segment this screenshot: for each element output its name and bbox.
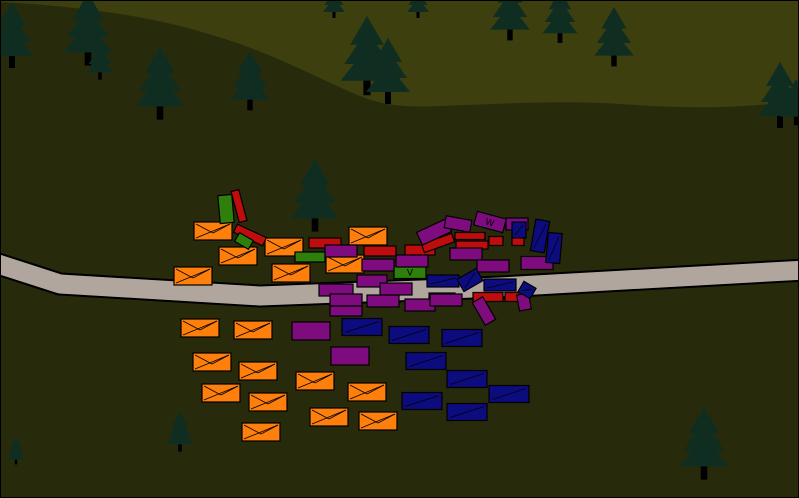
navy-unit[interactable] (405, 351, 447, 371)
unit-label: V (407, 269, 414, 279)
red-unit[interactable] (488, 235, 504, 247)
navy-unit[interactable] (483, 278, 517, 292)
pine-tree-icon (7, 438, 25, 465)
purple-unit[interactable] (324, 244, 358, 258)
pine-tree-icon (542, 0, 578, 43)
orange-unit[interactable] (218, 246, 258, 266)
pine-tree-icon (366, 38, 410, 104)
navy-unit[interactable] (488, 384, 530, 404)
green-unit[interactable] (217, 193, 235, 225)
red-unit[interactable] (454, 231, 486, 241)
road (0, 252, 799, 308)
pine-tree-icon (86, 40, 114, 80)
pine-tree-icon (166, 412, 194, 452)
purple-unit[interactable] (395, 254, 429, 268)
orange-unit[interactable] (271, 263, 311, 283)
orange-unit[interactable] (309, 407, 349, 427)
navy-unit[interactable] (441, 328, 483, 348)
purple-unit[interactable] (330, 346, 370, 366)
pine-tree-icon (679, 407, 729, 480)
green-unit[interactable] (233, 231, 255, 251)
navy-unit[interactable] (446, 369, 488, 389)
orange-unit[interactable] (241, 422, 281, 442)
orange-unit[interactable] (233, 320, 273, 340)
pine-tree-icon (290, 159, 340, 232)
pine-tree-icon (323, 0, 345, 18)
navy-unit[interactable] (517, 280, 537, 300)
pine-tree-icon (407, 0, 429, 18)
purple-unit[interactable] (449, 247, 483, 261)
orange-unit[interactable] (295, 371, 335, 391)
orange-unit[interactable] (347, 382, 387, 402)
navy-unit[interactable] (446, 402, 488, 422)
navy-unit[interactable] (341, 317, 383, 337)
pine-tree-icon (135, 47, 185, 120)
purple-unit[interactable] (476, 259, 510, 273)
purple-unit[interactable] (471, 295, 497, 327)
orange-unit[interactable] (264, 237, 304, 257)
orange-unit[interactable] (325, 254, 365, 274)
orange-unit[interactable] (193, 221, 233, 241)
navy-unit[interactable] (545, 231, 563, 265)
purple-unit[interactable] (361, 258, 395, 272)
navy-unit[interactable] (401, 391, 443, 411)
red-unit[interactable] (230, 188, 248, 224)
orange-unit[interactable] (348, 226, 388, 246)
purple-unit[interactable] (366, 294, 400, 308)
navy-unit[interactable] (511, 221, 527, 239)
purple-unit[interactable] (329, 293, 363, 307)
orange-unit[interactable] (173, 266, 213, 286)
orange-unit[interactable] (248, 392, 288, 412)
purple-unit[interactable] (329, 305, 363, 317)
pine-tree-icon (780, 79, 799, 126)
purple-unit[interactable] (429, 293, 463, 307)
tree-layer (0, 0, 799, 480)
purple-unit[interactable]: W (472, 210, 508, 234)
green-unit[interactable] (294, 251, 326, 263)
navy-unit[interactable] (426, 274, 460, 288)
pine-tree-icon (0, 2, 34, 68)
red-unit[interactable] (363, 245, 397, 257)
orange-unit[interactable] (180, 318, 220, 338)
red-unit[interactable] (472, 291, 504, 303)
orange-unit[interactable] (358, 411, 398, 431)
purple-unit[interactable] (443, 215, 473, 233)
unit-layer[interactable]: VW (173, 188, 563, 442)
navy-unit[interactable] (456, 267, 484, 293)
pine-tree-icon (594, 7, 634, 67)
pine-tree-icon (230, 51, 270, 111)
hill-terrain (0, 0, 799, 108)
unit-label: W (484, 217, 495, 229)
orange-unit[interactable] (201, 383, 241, 403)
pine-tree-icon (490, 0, 530, 41)
navy-unit[interactable] (529, 218, 551, 254)
purple-unit[interactable] (379, 282, 413, 296)
orange-unit[interactable] (238, 361, 278, 381)
navy-unit[interactable] (388, 325, 430, 345)
purple-unit[interactable] (291, 321, 331, 341)
orange-unit[interactable] (192, 352, 232, 372)
